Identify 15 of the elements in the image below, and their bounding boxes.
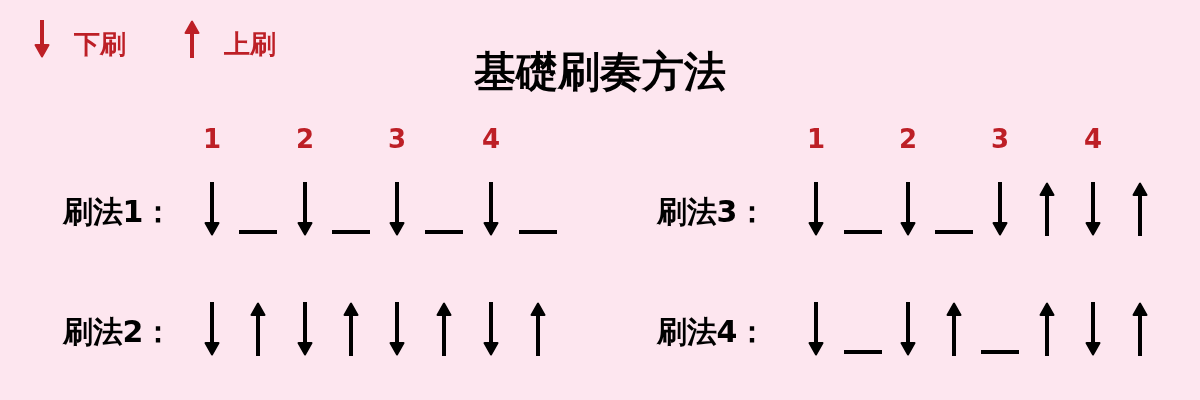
beat-number: 3 [387, 126, 407, 152]
title: 基礎刷奏方法 [474, 51, 726, 93]
pattern-label: 刷法1： [62, 197, 174, 227]
beat-number: 4 [1083, 126, 1103, 152]
pattern-label: 刷法2： [62, 317, 174, 347]
beat-number: 3 [990, 126, 1010, 152]
legend-label: 下刷 [74, 31, 126, 57]
beat-number: 2 [295, 126, 315, 152]
pattern-label: 刷法4： [656, 317, 768, 347]
beat-number: 1 [806, 126, 826, 152]
pattern-label: 刷法3： [656, 197, 768, 227]
beat-number: 2 [898, 126, 918, 152]
legend-label: 上刷 [224, 31, 276, 57]
beat-number: 4 [481, 126, 501, 152]
beat-number: 1 [202, 126, 222, 152]
